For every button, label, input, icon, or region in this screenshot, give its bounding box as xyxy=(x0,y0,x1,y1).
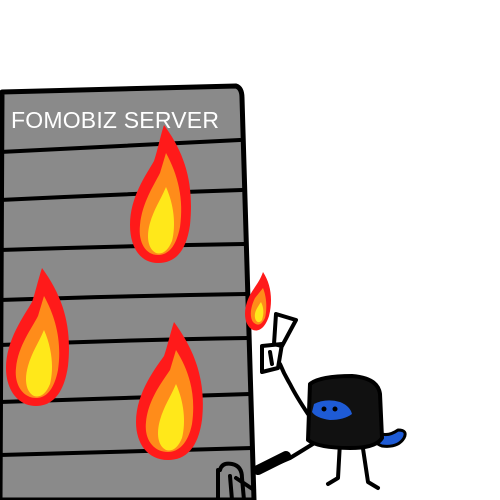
torch xyxy=(260,312,298,374)
server-rack-lines xyxy=(0,138,254,457)
ninja-arm-raised xyxy=(278,362,310,416)
ninja-character xyxy=(253,362,407,490)
flame xyxy=(136,322,203,460)
ninja-leg-left xyxy=(326,440,342,486)
flame xyxy=(245,272,271,331)
flame xyxy=(130,125,191,263)
server-label: FOMOBIZ SERVER xyxy=(11,107,219,133)
ninja-mask xyxy=(312,400,352,420)
ninja-eye-right xyxy=(332,406,338,412)
hose xyxy=(253,451,291,475)
ninja-eye-left xyxy=(321,406,327,412)
ninja-leg-right xyxy=(360,440,380,490)
flame xyxy=(6,268,69,406)
gas-can xyxy=(216,461,256,500)
